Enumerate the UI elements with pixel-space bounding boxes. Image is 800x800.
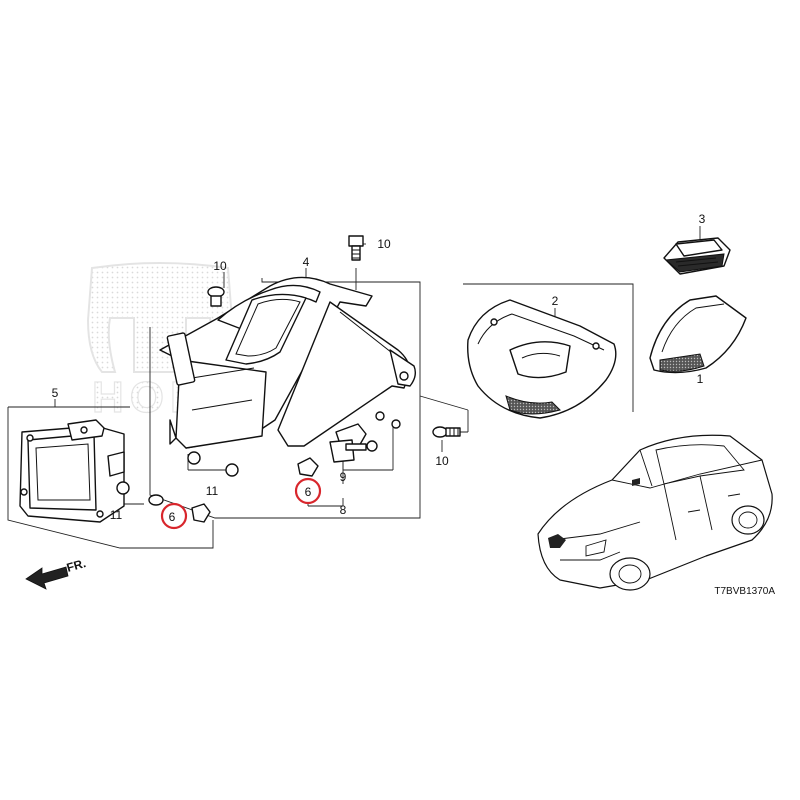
callout-8: 8 — [340, 503, 347, 517]
diagram-code: T7BVB1370A — [714, 586, 775, 597]
callout-1: 1 — [697, 372, 704, 386]
cover-group-outline — [463, 283, 634, 412]
hardware-parts — [116, 235, 461, 523]
nut-11-c — [116, 481, 130, 495]
bracket-part — [159, 276, 417, 449]
callout-11-center: 11 — [206, 484, 219, 498]
callout-2: 2 — [552, 294, 559, 308]
bolt-10-left — [207, 286, 225, 307]
callout-4: 4 — [303, 255, 310, 269]
vehicle-front-sensor-icon — [548, 534, 566, 548]
nut-11-d — [148, 494, 164, 506]
screw-b — [391, 419, 401, 429]
camera-cover-part — [467, 299, 617, 419]
vehicle-illustration — [537, 434, 773, 591]
screw-a — [375, 411, 385, 421]
callout-10-top: 10 — [377, 237, 391, 251]
group-outlines — [7, 278, 634, 549]
small-cover-part — [649, 295, 747, 374]
camera-module-part — [663, 237, 731, 275]
callout-6-left: 6 — [169, 510, 176, 524]
nut-11-a — [187, 451, 201, 465]
bracket-group-outline — [149, 278, 421, 519]
callout-10-right: 10 — [435, 454, 449, 468]
bolt-10-right — [432, 426, 461, 438]
callout-10-left: 10 — [213, 259, 227, 273]
highlight-circle-6-center — [294, 477, 322, 505]
bolt-10-top — [348, 235, 364, 261]
radar-group-outline — [7, 407, 214, 549]
front-arrow-label: FR. — [65, 556, 87, 575]
clip-6-center — [297, 457, 319, 477]
nut-11-b — [225, 463, 239, 477]
callout-9: 9 — [340, 470, 347, 484]
callout-labels: 1 2 3 4 5 6 6 8 9 10 10 10 11 11 — [52, 212, 706, 524]
callout-3: 3 — [699, 212, 706, 226]
callout-6-center: 6 — [305, 485, 312, 499]
highlight-circle-6-left — [160, 502, 188, 530]
vehicle-windshield-camera-icon — [632, 478, 640, 486]
clip-6-left — [191, 503, 211, 523]
radar-unit-part — [19, 419, 125, 523]
callout-5: 5 — [52, 386, 59, 400]
sensor-bracket-part — [329, 423, 378, 463]
front-direction-arrow: FR. — [25, 556, 87, 590]
callout-11-left: 11 — [110, 508, 123, 522]
